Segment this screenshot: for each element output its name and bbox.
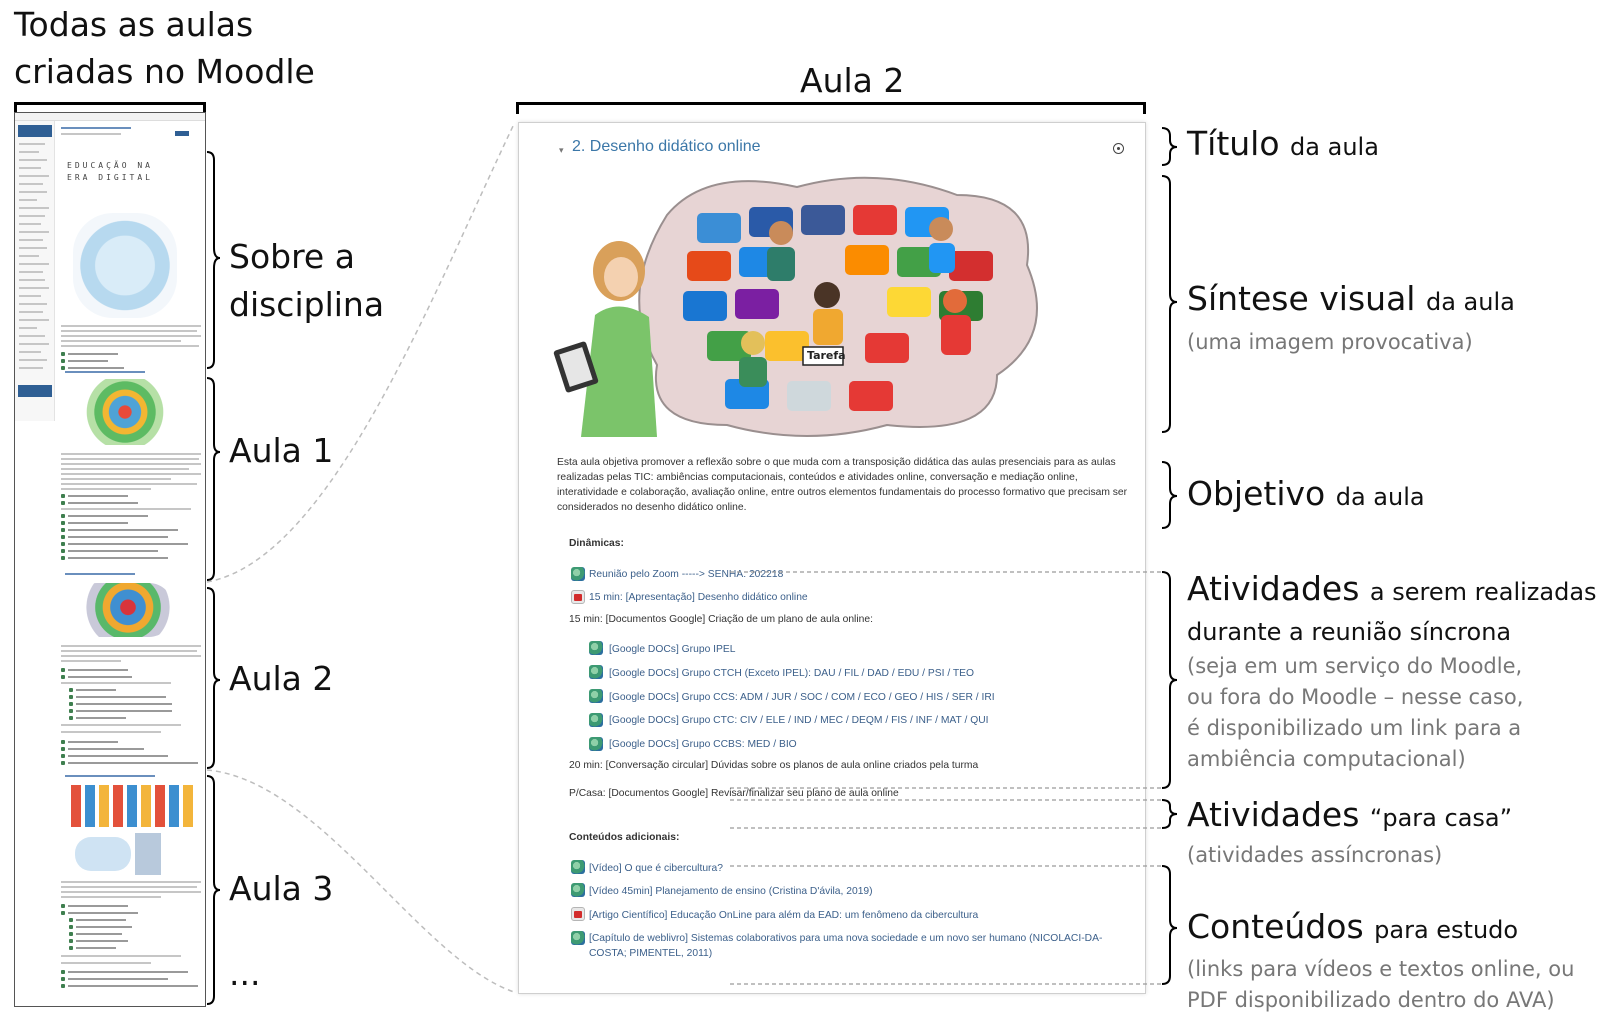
activity-zoom-link[interactable]: Reunião pelo Zoom -----> SENHA: 202218 — [589, 569, 784, 580]
activity-presentation-link[interactable]: 15 min: [Apresentação] Desenho didático … — [589, 592, 808, 603]
google-doc-link[interactable]: [Google DOCs] Grupo CCS: ADM / JUR / SOC… — [609, 692, 995, 703]
label-aula-3: Aula 3 — [229, 869, 334, 908]
label-sobre-line-2: disciplina — [229, 285, 385, 324]
annotation-casa: Atividades “para casa” — [1187, 795, 1513, 835]
section-target-icon[interactable] — [1113, 143, 1124, 154]
center-top-bracket — [516, 102, 1146, 114]
annotation-atividades-small: a serem realizadas — [1369, 578, 1597, 606]
thumb-sidebar-active — [18, 125, 52, 137]
objective-line-1: Esta aula objetiva promover a reflexão s… — [557, 457, 1116, 468]
annotation-objetivo: Objetivo da aula — [1187, 474, 1425, 514]
url-icon — [589, 737, 603, 751]
annotation-atividades-note-2: ou fora do Moodle – nesse caso, — [1187, 685, 1524, 709]
label-aula-1: Aula 1 — [229, 431, 334, 470]
pdf-icon — [571, 907, 585, 921]
annotation-atividades: Atividades a serem realizadas — [1187, 569, 1597, 609]
task-sign-label: Tarefa — [807, 349, 846, 362]
annotation-sintese-note: (uma imagem provocativa) — [1187, 330, 1473, 354]
annotation-objetivo-small: da aula — [1335, 483, 1425, 511]
annotation-casa-main: Atividades — [1187, 795, 1360, 834]
annotation-sintese: Síntese visual da aula — [1187, 279, 1515, 319]
task-sign — [802, 346, 844, 366]
google-doc-link[interactable]: [Google DOCs] Grupo IPEL — [609, 644, 736, 655]
content-link[interactable]: [Artigo Científico] Educação OnLine para… — [589, 910, 979, 921]
center-title: Aula 2 — [800, 61, 905, 100]
annotation-casa-small: “para casa” — [1369, 804, 1513, 832]
google-doc-link[interactable]: [Google DOCs] Grupo CCBS: MED / BIO — [609, 739, 797, 750]
url-icon — [589, 713, 603, 727]
visual-synthesis-image: Tarefa — [553, 175, 1057, 437]
annotation-conteudos-small: para estudo — [1374, 916, 1519, 944]
thumb-aula1-illustration — [71, 379, 179, 445]
thumb-button — [175, 131, 189, 136]
thumb-sidebar-active-2 — [18, 385, 52, 397]
thumb-banner-row-2: ERA DIGITAL — [67, 173, 153, 182]
label-aula-2: Aula 2 — [229, 659, 334, 698]
url-icon — [571, 860, 585, 874]
content-link[interactable]: [Capítulo de weblivro] Sistemas colabora… — [589, 933, 1103, 944]
annotation-titulo-small: da aula — [1290, 133, 1379, 161]
thumb-banner-row-1: EDUCAÇÃO NA — [67, 161, 153, 170]
thumb-aula2-illustration — [73, 583, 173, 637]
url-icon — [589, 689, 603, 703]
left-top-bracket — [14, 102, 206, 114]
content-link[interactable]: [Vídeo] O que é cibercultura? — [589, 863, 723, 874]
annotation-casa-note: (atividades assíncronas) — [1187, 843, 1443, 867]
annotation-atividades-note-1: (seja em um serviço do Moodle, — [1187, 654, 1523, 678]
url-icon — [571, 883, 585, 897]
objective-line-3: interatividade e colaboração, avaliação … — [557, 487, 1128, 498]
thumb-banner: EDUCAÇÃO NA ERA DIGITAL — [67, 151, 179, 193]
collapse-caret-icon[interactable]: ▾ — [559, 145, 564, 155]
app-tiles — [683, 205, 993, 411]
google-doc-link[interactable]: [Google DOCs] Grupo CTCH (Exceto IPEL): … — [609, 668, 975, 679]
thumb-topbar — [15, 113, 205, 121]
teacher-figure — [553, 241, 657, 437]
url-icon — [589, 641, 603, 655]
conteudos-heading: Conteúdos adicionais: — [569, 832, 680, 843]
annotation-atividades-note-3: é disponibilizado um link para a — [1187, 716, 1522, 740]
dinamicas-heading: Dinâmicas: — [569, 538, 624, 549]
content-link[interactable]: [Vídeo 45min] Planejamento de ensino (Cr… — [589, 886, 873, 897]
annotation-atividades-main: Atividades — [1187, 569, 1360, 608]
annotation-atividades-line2: durante a reunião síncrona — [1187, 618, 1512, 646]
annotation-conteudos-note-1: (links para vídeos e textos online, ou — [1187, 957, 1575, 981]
label-ellipsis: ... — [229, 954, 261, 993]
thumb-aula3-bubble — [75, 837, 131, 871]
course-page-thumbnail: EDUCAÇÃO NA ERA DIGITAL — [14, 112, 206, 1007]
left-title-line-1: Todas as aulas — [14, 5, 254, 44]
annotation-titulo: Título da aula — [1187, 124, 1379, 164]
label-sobre-line-1: Sobre a — [229, 237, 355, 276]
annotation-conteudos-note-2: PDF disponibilizado dentro do AVA) — [1187, 988, 1555, 1012]
annotation-atividades-note-4: ambiência computacional) — [1187, 747, 1466, 771]
annotation-conteudos-main: Conteúdos — [1187, 907, 1364, 946]
moodle-section-panel: ▾ 2. Desenho didático online — [518, 122, 1146, 994]
left-title-line-2: criadas no Moodle — [14, 52, 315, 91]
google-doc-link[interactable]: [Google DOCs] Grupo CTC: CIV / ELE / IND… — [609, 715, 989, 726]
annotation-sintese-small: da aula — [1425, 288, 1515, 316]
content-link-continued[interactable]: COSTA; PIMENTEL, 2011) — [589, 948, 713, 959]
annotation-objetivo-main: Objetivo — [1187, 474, 1326, 513]
plan-line: 15 min: [Documentos Google] Criação de u… — [569, 614, 873, 625]
casa-line: P/Casa: [Documentos Google] Revisar/fina… — [569, 788, 899, 799]
objective-line-4: considerados no desenho didático online. — [557, 502, 747, 513]
url-icon — [589, 665, 603, 679]
url-icon — [571, 931, 585, 945]
thumb-sidebar — [15, 121, 55, 421]
thumb-sobre-illustration — [73, 213, 177, 318]
annotation-conteudos: Conteúdos para estudo — [1187, 907, 1519, 947]
thumb-aula3-icons — [71, 785, 197, 827]
pdf-icon — [571, 590, 585, 604]
conversa-line: 20 min: [Conversação circular] Dúvidas s… — [569, 760, 979, 771]
objective-line-2: realizadas pelas TIC: ambiências computa… — [557, 472, 1078, 483]
url-icon — [571, 567, 585, 581]
section-title[interactable]: 2. Desenho didático online — [572, 138, 761, 155]
annotation-sintese-main: Síntese visual — [1187, 279, 1416, 318]
thumb-aula3-person — [135, 833, 161, 875]
annotation-titulo-main: Título — [1187, 124, 1280, 163]
